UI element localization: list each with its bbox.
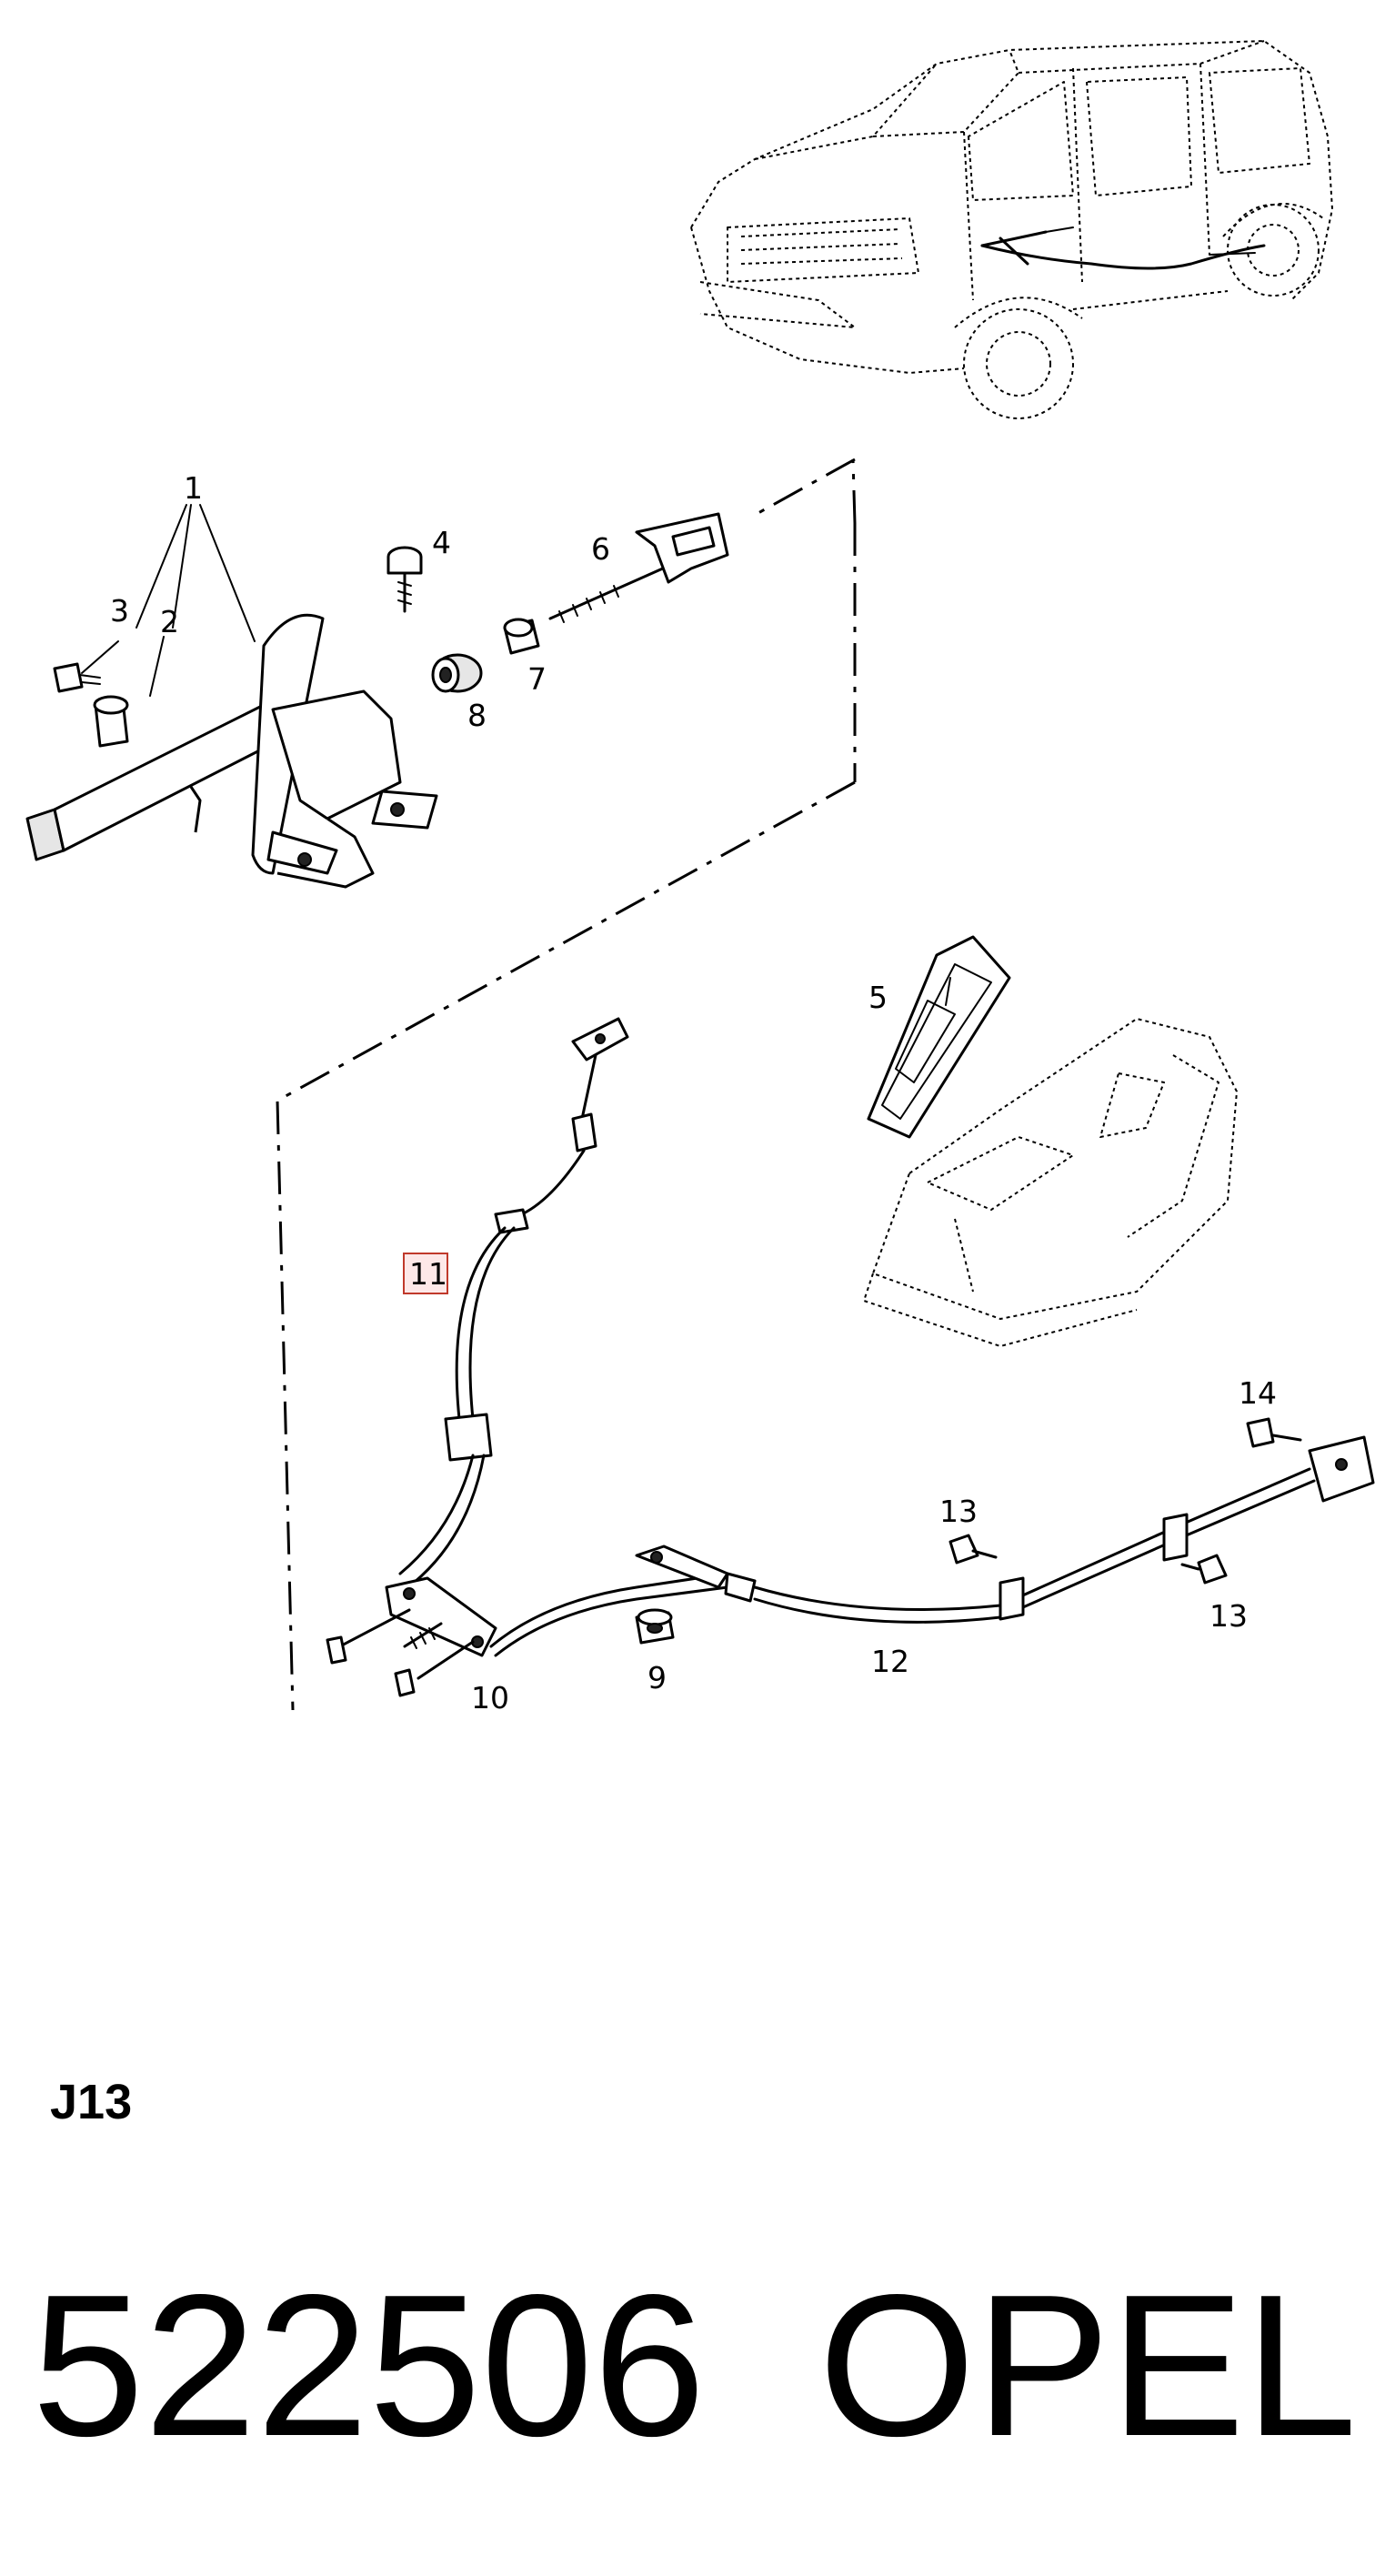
- bushing-part-8: [431, 653, 483, 693]
- parking-brake-lever: [25, 613, 438, 889]
- section-code: J13: [50, 2075, 133, 2129]
- callout-3: 3: [110, 593, 129, 629]
- vehicle-overview: [690, 40, 1333, 419]
- callout-11-highlight: [403, 1253, 448, 1294]
- callout-8: 8: [467, 698, 487, 733]
- bolt-part-14: [1246, 1417, 1302, 1448]
- callout-1: 1: [184, 470, 203, 506]
- parts-diagram: 1 2 3 4 5 6 7 8 9 10 11 12 13 13 14: [25, 40, 1375, 1716]
- callout-4: 4: [432, 525, 451, 560]
- exploded-view-frame: [276, 458, 857, 1711]
- brand-name: OPEL: [818, 2253, 1358, 2479]
- callout-2: 2: [160, 604, 179, 639]
- adjuster-rod-part-6: [548, 512, 729, 623]
- clip-part-2: [93, 695, 129, 748]
- bolt-part-13-lower: [1180, 1554, 1228, 1585]
- callout-6: 6: [591, 531, 610, 567]
- bolt-part-13-upper: [948, 1534, 998, 1565]
- callout-13-lower: 13: [1209, 1598, 1248, 1634]
- callout-14: 14: [1239, 1375, 1277, 1411]
- callout-10: 10: [471, 1680, 509, 1716]
- callout-13-upper: 13: [939, 1494, 978, 1529]
- nut-part-9: [635, 1608, 675, 1645]
- bolt-part-4: [386, 546, 423, 613]
- callout-labels: 1 2 3 4 5 6 7 8 9 10 11 12 13 13 14: [110, 470, 1277, 1716]
- callout-5: 5: [868, 980, 888, 1015]
- callout-7: 7: [527, 661, 547, 697]
- nut-part-7: [503, 618, 540, 655]
- console-bracket-part-5: [867, 935, 1011, 1139]
- leader-lines: [81, 504, 256, 697]
- center-console: [863, 1018, 1238, 1347]
- callout-9: 9: [647, 1660, 667, 1696]
- equalizer-part-10: [326, 1576, 497, 1697]
- bolt-part-3: [53, 662, 101, 693]
- part-number: 522506: [32, 2253, 706, 2479]
- callout-11: 11: [409, 1256, 447, 1292]
- callout-12: 12: [871, 1644, 909, 1679]
- rear-cable-part-12: [489, 1435, 1375, 1657]
- front-cable-part-11: [398, 1017, 629, 1585]
